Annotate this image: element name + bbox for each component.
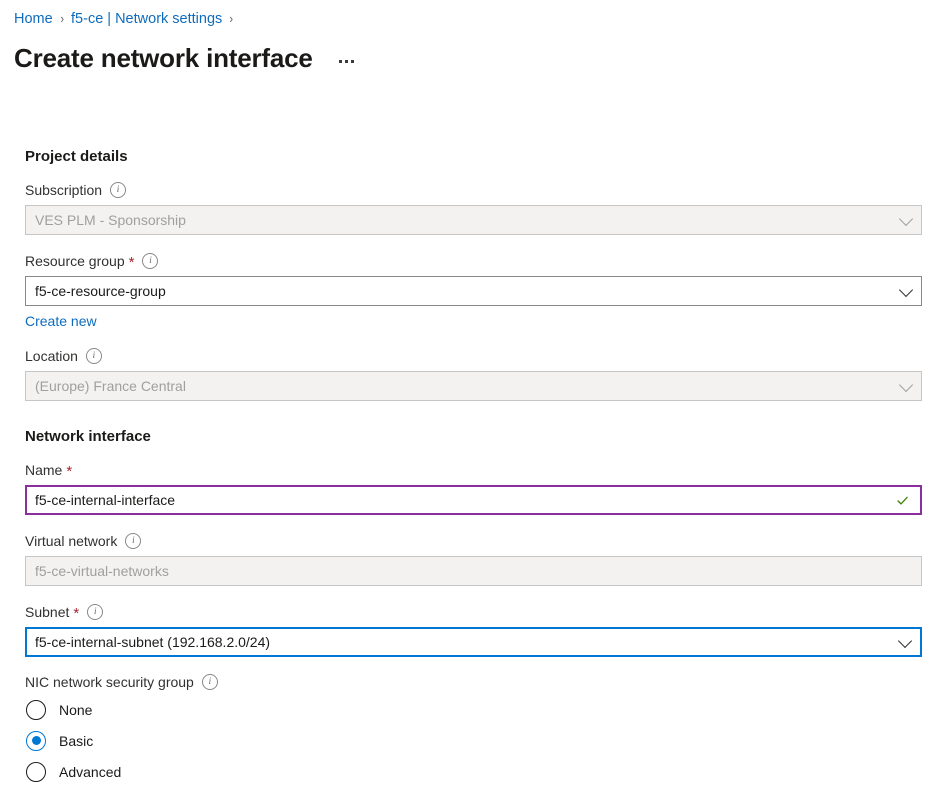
ellipsis-dot (344, 59, 348, 63)
info-icon[interactable]: i (125, 533, 142, 549)
location-value: (Europe) France Central (35, 378, 186, 394)
info-icon[interactable]: i (85, 348, 102, 364)
resource-group-value: f5-ce-resource-group (35, 283, 166, 299)
radio-option-none[interactable]: None (25, 694, 922, 725)
radio-icon-advanced[interactable] (26, 761, 46, 782)
label-subscription-text: Subscription (25, 182, 103, 198)
chevron-down-icon (898, 282, 914, 298)
virtual-network-input: f5-ce-virtual-networks (25, 556, 922, 586)
page-title: Create network interface (14, 43, 313, 73)
info-icon[interactable]: i (142, 253, 159, 269)
breadcrumb: Home › f5-ce | Network settings › (14, 9, 241, 29)
section-heading-network-interface: Network interface (25, 428, 151, 445)
resource-group-select[interactable]: f5-ce-resource-group (25, 276, 922, 306)
label-resource-group-text: Resource group (25, 253, 125, 269)
radio-label-advanced: Advanced (59, 763, 122, 780)
breadcrumb-separator-icon: › (60, 11, 64, 26)
radio-icon-basic[interactable] (26, 730, 46, 751)
chevron-down-icon (898, 377, 914, 393)
ellipsis-icon[interactable] (335, 56, 358, 67)
radio-option-advanced[interactable]: Advanced (25, 756, 922, 787)
radio-icon-none[interactable] (26, 699, 46, 720)
required-marker: * (128, 254, 135, 271)
ellipsis-dot (350, 59, 354, 63)
checkmark-icon (897, 496, 908, 505)
label-location-text: Location (25, 348, 78, 364)
label-subnet: Subnet * i (25, 602, 922, 622)
radio-option-basic[interactable]: Basic (25, 725, 922, 756)
label-subnet-text: Subnet (25, 604, 70, 620)
subnet-select[interactable]: f5-ce-internal-subnet (192.168.2.0/24) (25, 627, 922, 657)
radio-label-none: None (59, 701, 93, 718)
required-marker: * (73, 605, 80, 622)
label-nic-network-security-group: NIC network security group i (25, 672, 922, 692)
required-marker: * (66, 463, 73, 480)
label-name-text: Name (25, 462, 63, 478)
section-heading-project-details: Project details (25, 148, 128, 165)
label-name: Name * (25, 460, 922, 480)
ellipsis-dot (338, 59, 342, 63)
label-virtual-network: Virtual network i (25, 531, 922, 551)
info-icon[interactable]: i (87, 604, 104, 620)
subnet-value: f5-ce-internal-subnet (192.168.2.0/24) (35, 634, 271, 650)
subscription-value: VES PLM - Sponsorship (35, 212, 186, 228)
page-header: Create network interface (14, 41, 358, 75)
chevron-down-icon (898, 211, 914, 227)
name-input[interactable]: f5-ce-internal-interface (25, 485, 922, 515)
create-new-resource-group-link[interactable]: Create new (25, 313, 97, 329)
radio-label-basic: Basic (59, 732, 94, 749)
virtual-network-value: f5-ce-virtual-networks (35, 563, 169, 579)
location-select[interactable]: (Europe) France Central (25, 371, 922, 401)
breadcrumb-separator-icon: › (229, 11, 234, 26)
info-icon[interactable]: i (110, 182, 127, 198)
label-virtual-network-text: Virtual network (25, 533, 118, 549)
info-icon[interactable]: i (201, 674, 218, 690)
label-location: Location i (25, 346, 922, 366)
subscription-select[interactable]: VES PLM - Sponsorship (25, 205, 922, 235)
create-network-interface-form: Project details Subscription i VES PLM -… (25, 146, 922, 787)
label-resource-group: Resource group * i (25, 251, 922, 271)
name-value: f5-ce-internal-interface (35, 492, 176, 508)
label-subscription: Subscription i (25, 180, 922, 200)
chevron-down-icon (897, 633, 913, 649)
label-nic-nsg-text: NIC network security group (25, 674, 194, 690)
breadcrumb-item-home[interactable]: Home (14, 11, 53, 27)
breadcrumb-item-network-settings[interactable]: f5-ce | Network settings (71, 11, 223, 27)
